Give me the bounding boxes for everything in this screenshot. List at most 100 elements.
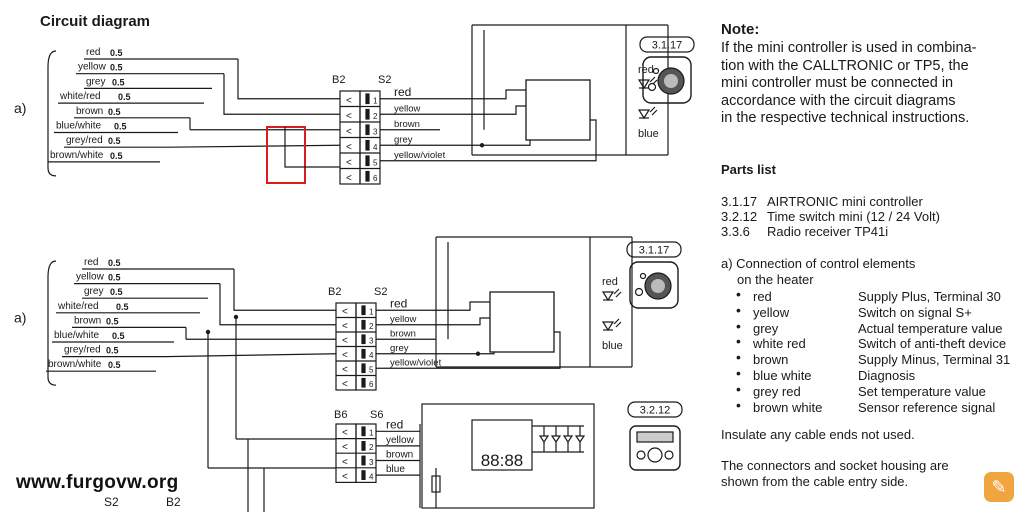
timer-button (664, 450, 674, 460)
pin-number: 3 (373, 128, 378, 137)
pin-marker: < (342, 350, 348, 361)
parts-heading: Parts list (721, 162, 776, 177)
insulate-note: Insulate any cable ends not used. (721, 427, 915, 442)
pin-blade (365, 108, 370, 120)
output-wire-label: red (390, 296, 407, 310)
pin-marker: < (342, 442, 348, 453)
controller-circuit-box (525, 79, 591, 141)
connection-subheading: on the heater (737, 272, 814, 287)
wire-size-label: 0.5 (108, 273, 121, 283)
controller-body (642, 56, 692, 104)
led-icon (550, 435, 562, 444)
pin-number: 4 (369, 351, 374, 360)
wire-path (233, 269, 336, 311)
timer-frame (421, 403, 595, 509)
note-text: If the mini controller is used in combin… (721, 40, 1011, 128)
bracket (47, 50, 57, 177)
wire-size-label: 0.5 (108, 258, 121, 268)
pin-blade (361, 455, 366, 466)
pin-marker: < (342, 457, 348, 468)
pin-blade (365, 139, 370, 151)
wire-color-label: white/red (57, 301, 99, 312)
wire-color-label: grey (86, 76, 105, 87)
pin-blade (361, 348, 366, 359)
timer-display-digits: 88:88 (481, 451, 524, 470)
controller-button (647, 82, 657, 92)
controller-circuit-box (489, 291, 555, 353)
led-icon (637, 79, 651, 90)
pin-number: 6 (369, 380, 374, 389)
pin-number: 1 (369, 308, 374, 317)
junction-dot (205, 329, 211, 335)
output-wire-label: blue (386, 464, 405, 475)
wire-size-label: 0.5 (116, 302, 129, 312)
pin-blade (361, 377, 366, 388)
circuit-diagram: a) red 0.5 yellow 0.5 grey 0.5 white/red 0.5 brow… (14, 24, 695, 512)
wire-color-label: brown (76, 106, 103, 117)
bottom-label-s2: S2 (104, 495, 119, 509)
led-icon (637, 109, 651, 120)
pin-marker: < (346, 142, 352, 153)
wire-size-label: 0.5 (108, 107, 121, 117)
wire-color-label: yellow (78, 62, 107, 73)
bracket (47, 260, 57, 386)
pin-blade (361, 426, 366, 437)
wire-color-label: grey/red (66, 135, 103, 146)
highlight-box (266, 126, 306, 184)
part-ref-label: 3.2.12 (640, 405, 671, 417)
led-ray (613, 288, 620, 295)
diagram-title: Circuit diagram (40, 13, 151, 30)
wire-path (219, 283, 336, 326)
watermark: www.furgovw.org (16, 472, 179, 493)
pin-number: 2 (369, 443, 374, 452)
pin-blade (365, 93, 370, 105)
pin-blade (361, 441, 366, 451)
led-icon (574, 435, 586, 444)
connection-heading: a) Connection of control elements (721, 256, 916, 271)
output-wire-label: yellow (390, 314, 417, 325)
timer-body (629, 425, 681, 471)
pin-blade (361, 305, 366, 316)
pin-number: 5 (373, 159, 378, 168)
note-line: tion with the CALLTRONIC or TP5, the (721, 57, 969, 74)
output-wire-label: yellow (386, 435, 415, 446)
led-label-blue: blue (638, 128, 659, 140)
note-line: If the mini controller is used in combin… (721, 40, 977, 56)
pin-marker: < (342, 321, 348, 332)
part-ref-box (639, 36, 695, 53)
pin-marker: < (342, 307, 348, 318)
share-icon[interactable]: ✎ (984, 472, 1014, 502)
pin-blade (361, 363, 366, 374)
wire-size-label: 0.5 (108, 360, 121, 370)
pin-blade (365, 124, 370, 136)
group-label: a) (14, 100, 26, 116)
resistor (431, 475, 441, 493)
note-heading: Note: (721, 21, 760, 38)
pin-blade (361, 319, 366, 330)
timer-circuit-box (471, 419, 533, 471)
connector-b-label: B2 (332, 74, 345, 86)
led-icon (562, 435, 574, 444)
wire-path (440, 119, 597, 162)
wire-path (436, 301, 490, 311)
pin-blade (361, 470, 366, 480)
output-wire-label: grey (394, 134, 413, 145)
part-ref-label: 3.1.17 (652, 40, 683, 52)
parts-item-name: Time switch mini (12 / 24 Volt) (767, 209, 940, 224)
wire-path (440, 89, 526, 100)
output-wire-label: brown (394, 119, 420, 130)
part-ref-label: 3.1.17 (639, 245, 670, 257)
timer-button (647, 447, 663, 463)
wire-color-label: brown/white (50, 150, 104, 161)
wire-color-label: blue/white (56, 121, 101, 132)
